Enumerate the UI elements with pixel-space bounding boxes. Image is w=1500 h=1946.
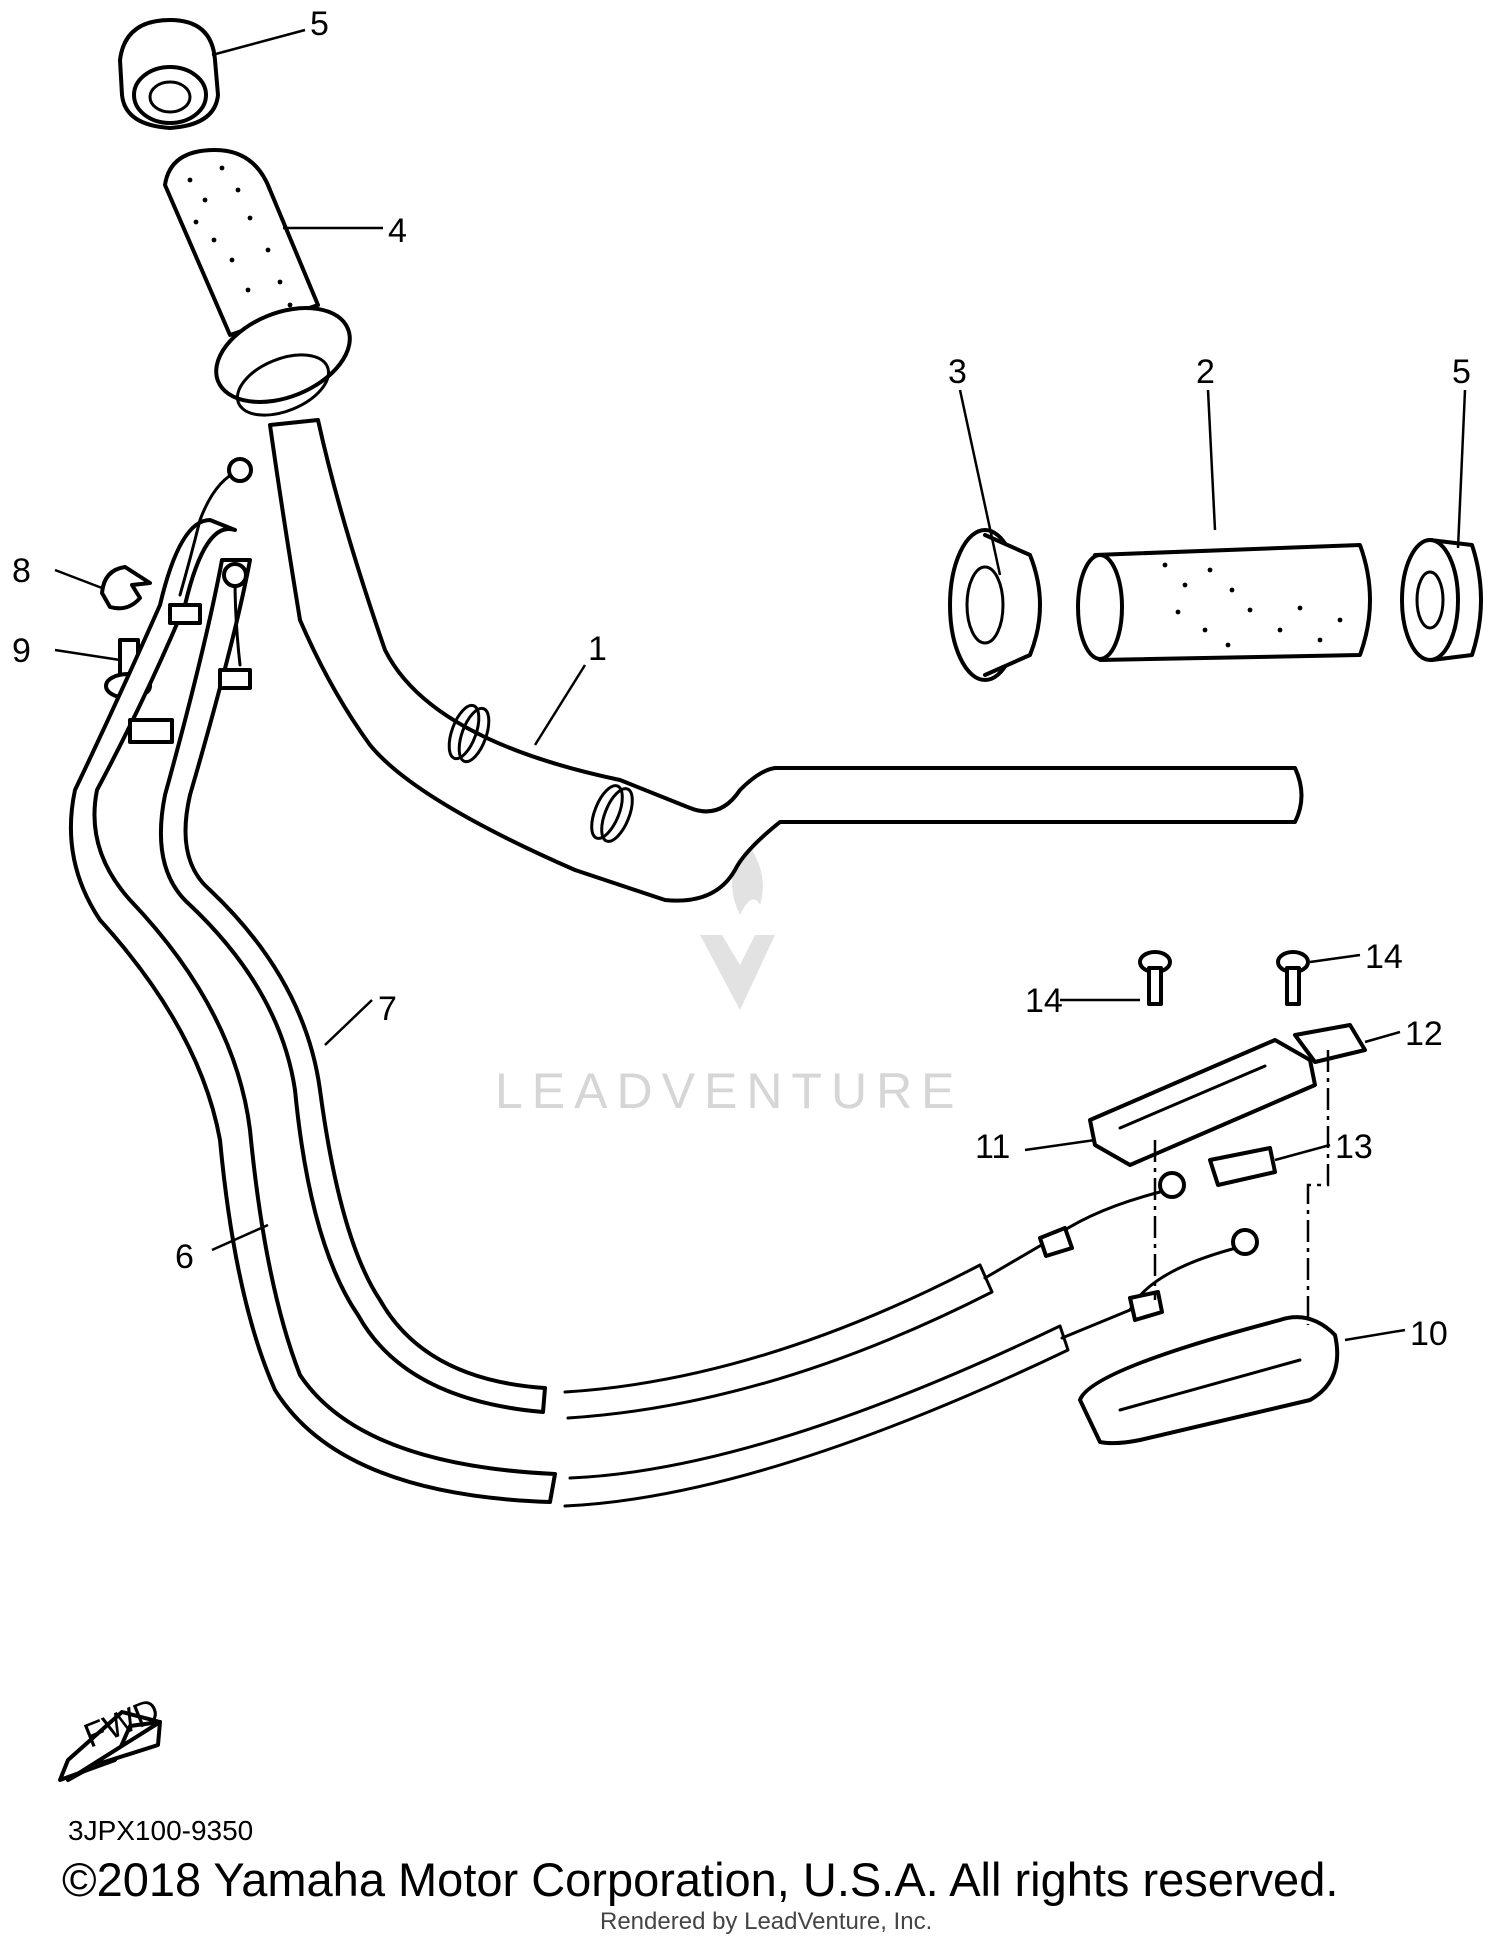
part-7-choke-cable[interactable]: [158, 558, 1186, 1420]
callout-2: 2: [1196, 353, 1215, 391]
callout-4: 4: [388, 212, 407, 250]
leadventure-watermark: LEADVENTURE: [495, 840, 964, 1119]
part-4-grip-left[interactable]: [163, 148, 364, 427]
callout-14-right: 14: [1365, 938, 1403, 976]
callout-3: 3: [948, 353, 967, 391]
callout-12: 12: [1405, 1015, 1443, 1053]
callout-5-right: 5: [1452, 353, 1471, 391]
callout-6: 6: [175, 1238, 194, 1276]
callout-labels: 5 4 3 2 5 1 8 9 7 6 10 11 12 13 14 14: [12, 5, 1471, 1353]
callout-8: 8: [12, 552, 31, 590]
callout-13: 13: [1335, 1128, 1373, 1166]
part-2-grip-right[interactable]: [1076, 543, 1372, 662]
fwd-arrow: FWD: [58, 1691, 165, 1782]
part-12-plate[interactable]: [1293, 1023, 1367, 1064]
leader-lines: [54, 28, 1467, 1342]
callout-5-top: 5: [310, 5, 329, 43]
part-5-end-weight-top[interactable]: [118, 18, 220, 130]
assembly-dash-lines: [1153, 1050, 1330, 1325]
part-code: 3JPX100-9350: [68, 1815, 254, 1846]
part-6-throttle-cable[interactable]: [68, 518, 1259, 1508]
callout-7: 7: [378, 990, 397, 1028]
callout-9: 9: [12, 632, 31, 670]
cable-ends-top: [128, 457, 253, 744]
part-13-pad[interactable]: [1208, 1146, 1277, 1187]
part-14-screw-right[interactable]: [1276, 950, 1310, 1006]
part-11-bracket[interactable]: [1088, 1038, 1317, 1167]
watermark-text: LEADVENTURE: [495, 1063, 964, 1119]
part-5-end-weight-right[interactable]: [1400, 538, 1483, 662]
callout-14-left: 14: [1025, 982, 1063, 1020]
rendered-by-notice: Rendered by LeadVenture, Inc.: [600, 1908, 933, 1935]
copyright-notice: ©2018 Yamaha Motor Corporation, U.S.A. A…: [62, 1853, 1339, 1906]
callout-11: 11: [975, 1128, 1010, 1166]
part-14-screw-left[interactable]: [1138, 950, 1172, 1006]
part-1-handlebar[interactable]: [268, 418, 1304, 903]
part-10-lever-holder[interactable]: [1078, 1315, 1340, 1446]
callout-1: 1: [588, 630, 607, 668]
callout-10: 10: [1410, 1315, 1448, 1353]
part-8-clip[interactable]: [100, 565, 152, 611]
